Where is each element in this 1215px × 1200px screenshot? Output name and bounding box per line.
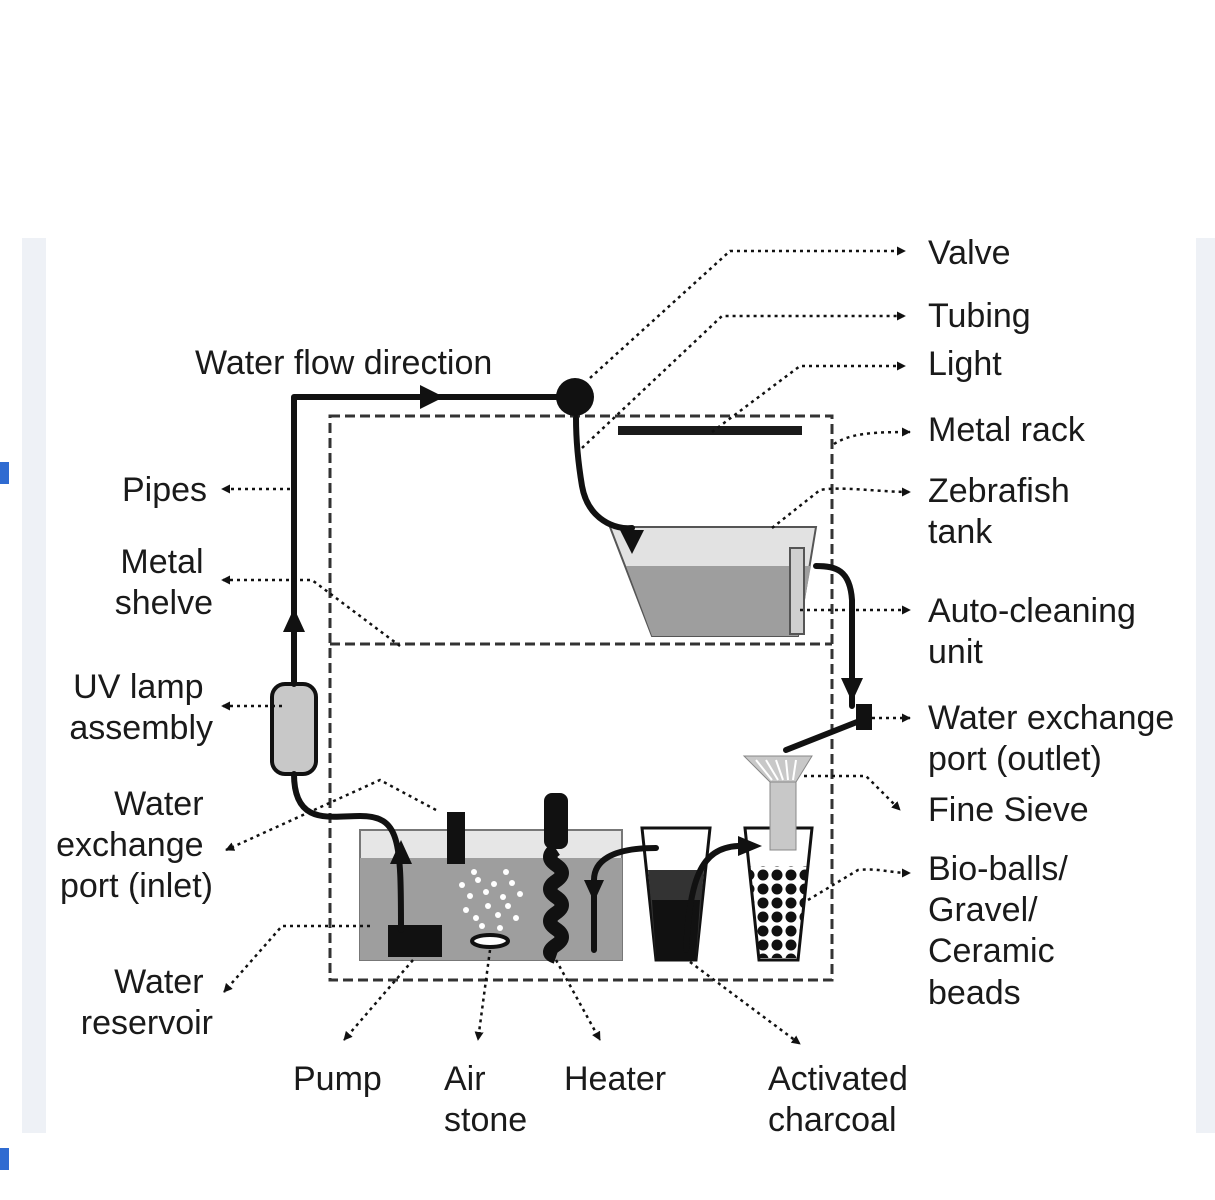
uv-lamp-label-line: assembly [69, 709, 213, 747]
auto-cleaning-label: Auto-cleaning unit [928, 592, 1145, 671]
fine-sieve [742, 755, 813, 851]
water-exchange-outlet-label-line: port (outlet) [928, 740, 1102, 778]
left-edge-marker [0, 1148, 9, 1170]
bio-balls-label-line: Ceramic [928, 932, 1055, 970]
light-label: Light [928, 345, 1002, 383]
right-panel-edge [1196, 238, 1215, 1133]
bio-balls-label: Bio-balls/ Gravel/ Ceramic beads [928, 850, 1077, 1012]
light-bar [618, 426, 802, 435]
air-stone-label-line: stone [444, 1101, 527, 1139]
water-exchange-inlet-label-line: port (inlet) [60, 867, 213, 905]
water-exchange-inlet-label-line: exchange [56, 826, 203, 864]
metal-rack-label: Metal rack [928, 411, 1086, 449]
bio-balls-label-line: Gravel/ [928, 891, 1038, 929]
pump [388, 925, 442, 957]
outlet-port [856, 704, 872, 730]
water-reservoir-label-line: Water [114, 963, 203, 1001]
water-pipes [291, 394, 865, 953]
air-stone-label: Air stone [444, 1060, 527, 1139]
zebrafish-tank-label: Zebrafish tank [928, 472, 1079, 551]
inlet-port [447, 812, 465, 864]
heater-label: Heater [564, 1060, 666, 1098]
pump-label: Pump [293, 1060, 382, 1098]
activated-charcoal-label-line: charcoal [768, 1101, 897, 1139]
tubing-label: Tubing [928, 297, 1031, 335]
water-exchange-inlet-label-line: Water [114, 785, 203, 823]
uv-lamp-label: UV lamp assembly [69, 668, 213, 747]
metal-shelve-label-line: Metal [120, 543, 203, 581]
activated-charcoal-label: Activated charcoal [768, 1060, 917, 1139]
bio-balls-label-line: Bio-balls/ [928, 850, 1068, 888]
air-stone-label-line: Air [444, 1060, 486, 1098]
activated-charcoal-label-line: Activated [768, 1060, 908, 1098]
valve [556, 378, 594, 416]
left-panel-edge [22, 238, 46, 1133]
label-leaders [221, 246, 911, 1046]
metal-shelve-label: Metal shelve [115, 543, 213, 622]
water-reservoir-label: Water reservoir [81, 963, 213, 1042]
water-exchange-inlet-label: Water exchange port (inlet) [56, 785, 213, 905]
fine-sieve-label: Fine Sieve [928, 791, 1089, 829]
water-flow-direction-label: Water flow direction [195, 344, 492, 382]
uv-lamp [270, 682, 318, 776]
uv-lamp-label-line: UV lamp [73, 668, 203, 706]
zebrafish-tank-label-line: tank [928, 513, 993, 551]
water-reservoir-label-line: reservoir [81, 1004, 213, 1042]
bio-balls-label-line: beads [928, 974, 1021, 1012]
left-edge-marker [0, 462, 9, 484]
valve-label: Valve [928, 234, 1011, 272]
flow-arrowheads [283, 385, 863, 902]
water-exchange-outlet-label-line: Water exchange [928, 699, 1174, 737]
heater [543, 793, 569, 964]
metal-rack-frame [328, 414, 834, 982]
auto-cleaning-label-line: Auto-cleaning [928, 592, 1136, 630]
pipes-label: Pipes [122, 471, 207, 509]
air-stone [459, 869, 523, 949]
zebrafish-tank-label-line: Zebrafish [928, 472, 1070, 510]
bio-balls-container [743, 826, 814, 962]
auto-cleaning-label-line: unit [928, 633, 983, 671]
zebrafish-tank [608, 526, 818, 637]
water-exchange-outlet-label: Water exchange port (outlet) [928, 699, 1184, 778]
metal-shelve-label-line: shelve [115, 584, 213, 622]
auto-cleaning-unit [789, 547, 805, 635]
